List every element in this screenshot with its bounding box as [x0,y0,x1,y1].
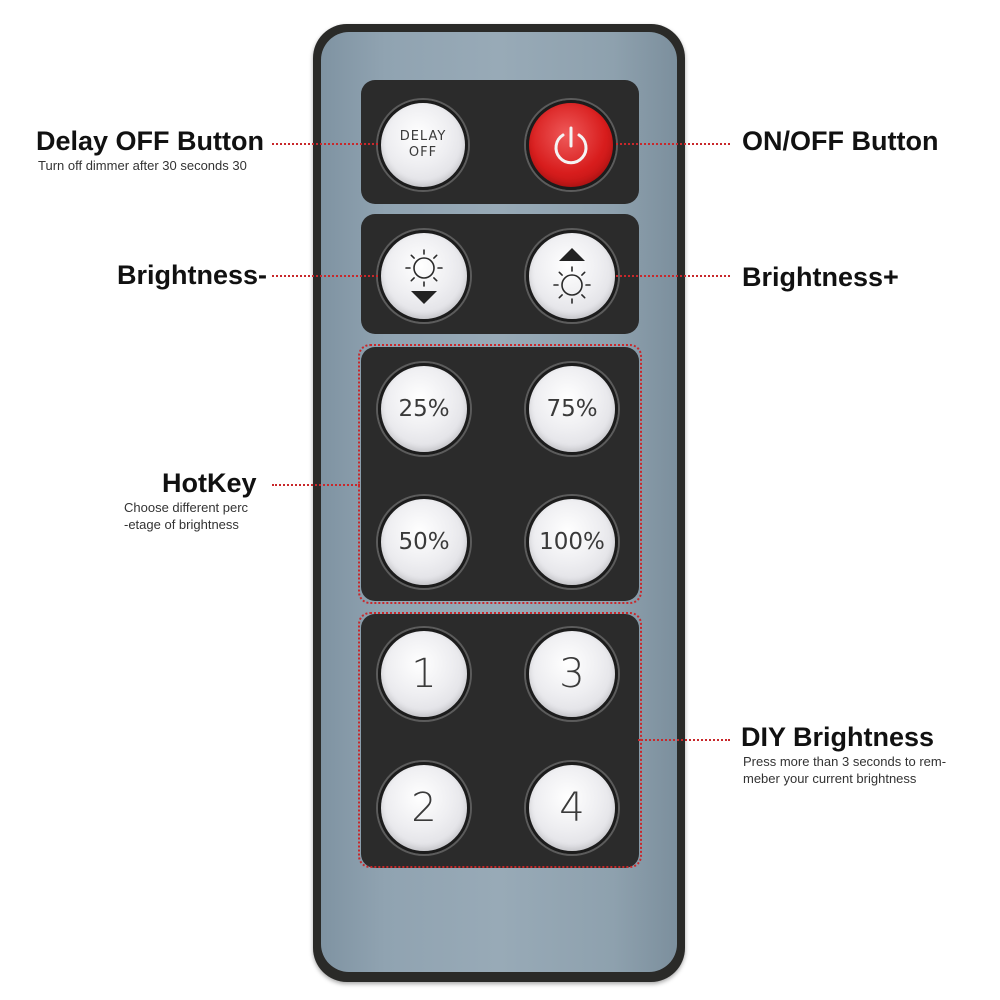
sun-down-icon [405,249,443,304]
sun-up-icon [553,248,591,304]
leader-hotkey [272,484,360,486]
callout-delay-off-title: Delay OFF Button [36,126,264,156]
callout-delay-off: Delay OFF Button Turn off dimmer after 3… [36,126,264,174]
callout-brightness-plus-title: Brightness+ [742,262,899,292]
delay-off-label-line1: DELAY [399,129,447,144]
diy-1-button[interactable]: 1 [378,628,470,720]
callout-hotkey-sub-line2: -etage of brightness [124,517,239,532]
callout-brightness-minus: Brightness- [117,260,267,291]
callout-delay-off-sub: Turn off dimmer after 30 seconds 30 [38,158,247,173]
callout-hotkey: HotKey Choose different perc -etage of b… [124,468,257,533]
callout-diy-sub-line2: meber your current brightness [743,771,917,786]
delay-off-button[interactable]: DELAY OFF [378,100,468,190]
callout-hotkey-title: HotKey [162,468,257,498]
callout-brightness-minus-title: Brightness- [117,260,268,290]
callout-on-off-title: ON/OFF Button [742,126,939,156]
hotkey-50-button[interactable]: 50% [378,496,470,588]
delay-off-label-line2: OFF [408,145,438,160]
leader-delay-off [272,143,378,145]
callout-on-off: ON/OFF Button [742,126,938,157]
hotkey-100-button[interactable]: 100% [526,496,618,588]
callout-diy-title: DIY Brightness [741,722,935,752]
callout-diy: DIY Brightness Press more than 3 seconds… [741,722,946,787]
power-button[interactable] [526,100,616,190]
brightness-down-button[interactable] [378,230,470,322]
hotkey-outline [358,344,642,604]
leader-brightness-minus [272,275,378,277]
hotkey-75-button[interactable]: 75% [526,363,618,455]
hotkey-25-button[interactable]: 25% [378,363,470,455]
power-icon [554,126,588,165]
callout-brightness-plus: Brightness+ [742,262,899,293]
diy-2-button[interactable]: 2 [378,762,470,854]
leader-on-off [616,143,730,145]
callout-diy-sub-line1: Press more than 3 seconds to rem- [743,754,947,769]
leader-brightness-plus [616,275,730,277]
brightness-up-button[interactable] [526,230,618,322]
diy-3-button[interactable]: 3 [526,628,618,720]
leader-diy [638,739,730,741]
callout-hotkey-sub-line1: Choose different perc [124,500,249,515]
diy-4-button[interactable]: 4 [526,762,618,854]
